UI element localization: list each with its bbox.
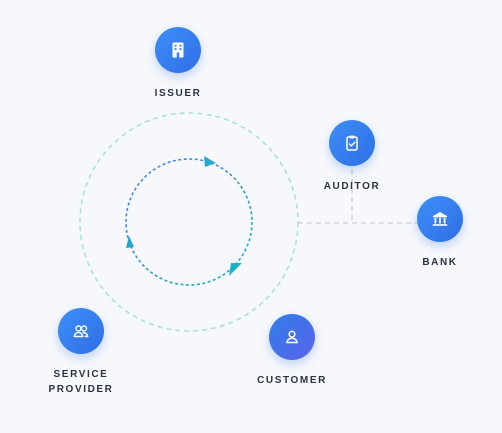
users-icon (73, 325, 89, 338)
clipboard-check-icon (346, 135, 358, 151)
node-bank[interactable]: BANK (380, 196, 500, 270)
auditor-label: AUDITOR (323, 181, 381, 192)
node-auditor[interactable]: AUDITOR (292, 120, 412, 194)
customer-button[interactable] (269, 314, 315, 360)
bank-icon (432, 212, 448, 226)
issuer-label: ISSUER (154, 88, 202, 99)
node-service-provider[interactable]: SERVICE PROVIDER (21, 308, 141, 397)
building-icon (172, 42, 184, 58)
service-provider-label-line2: PROVIDER (48, 384, 114, 395)
service-provider-label: SERVICE PROVIDER (48, 367, 113, 397)
bank-button[interactable] (417, 196, 463, 242)
cycle-arrow-left (126, 236, 134, 248)
customer-label: CUSTOMER (257, 375, 327, 386)
node-issuer[interactable]: ISSUER (118, 27, 238, 101)
issuer-button[interactable] (155, 27, 201, 73)
service-provider-label-line1: SERVICE (53, 369, 109, 380)
cycle-arrow-bottom-right (229, 263, 242, 276)
outer-dashed-ring (79, 112, 299, 332)
inner-cycle-ring (125, 158, 253, 286)
service-provider-button[interactable] (58, 308, 104, 354)
bank-label: BANK (422, 257, 458, 268)
node-customer[interactable]: CUSTOMER (232, 314, 352, 388)
user-icon (286, 330, 298, 344)
cycle-arrow-top (204, 156, 216, 167)
auditor-button[interactable] (329, 120, 375, 166)
